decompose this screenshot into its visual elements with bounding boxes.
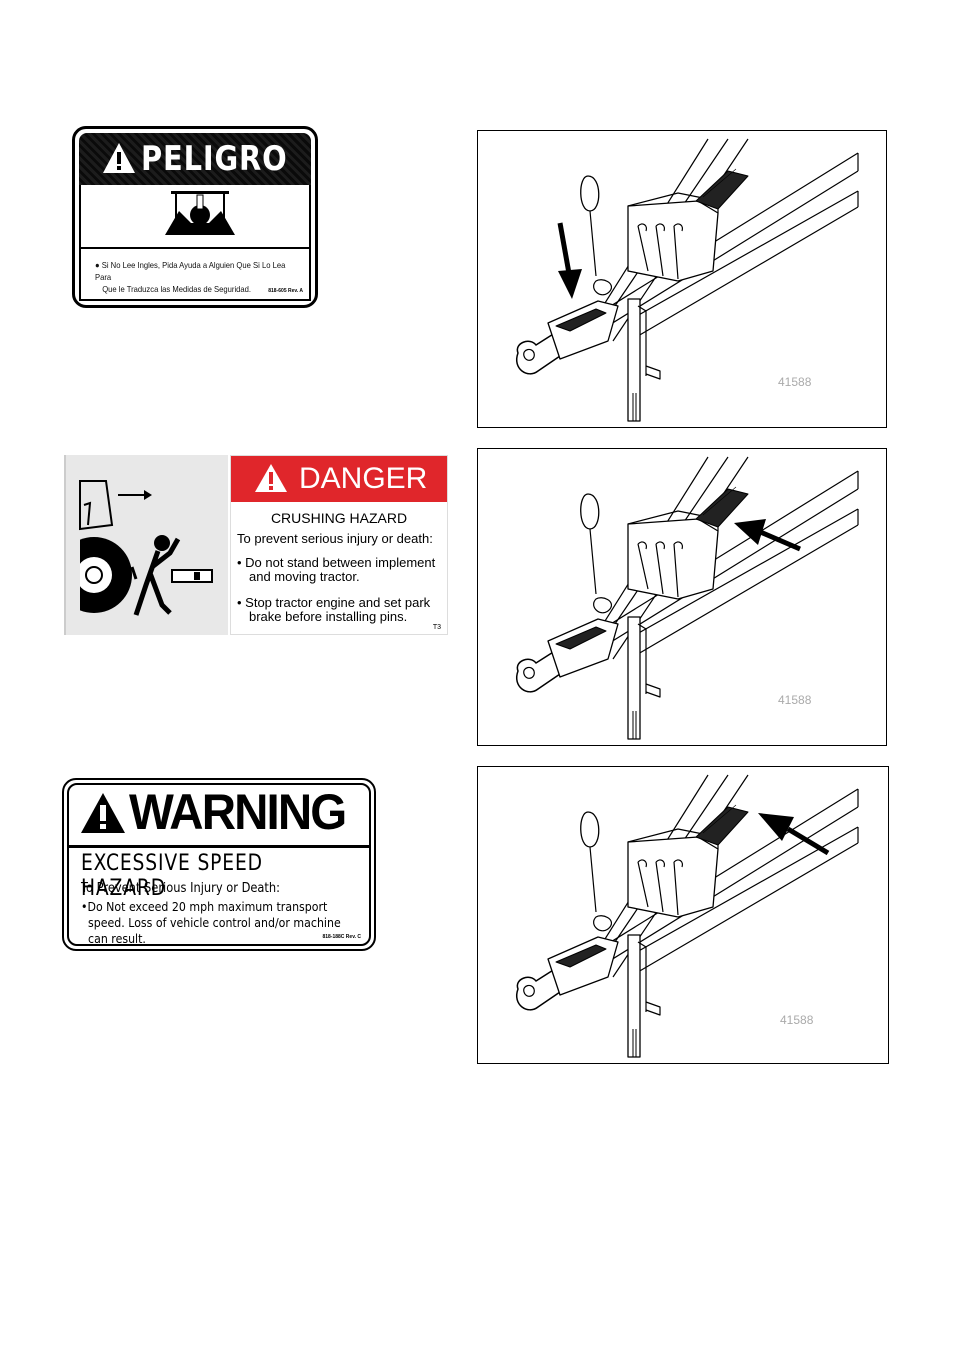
hitch-figure-1: 41588 — [477, 130, 887, 428]
peligro-text-line2: Que le Traduzca las Medidas de Seguridad… — [102, 284, 252, 294]
figure-number: 41588 — [780, 1013, 814, 1027]
danger-subtitle: CRUSHING HAZARD — [270, 510, 408, 526]
reading-manual-icon — [165, 191, 235, 235]
warning-triangle-icon — [103, 143, 135, 173]
peligro-title: PELIGRO — [141, 139, 288, 179]
peligro-decal: PELIGRO ● Si No Lee Ingles, Pida Ayuda a… — [72, 126, 318, 308]
warning-triangle-icon — [255, 464, 287, 492]
hitch-figure-2: 41588 — [477, 448, 887, 746]
figure-number: 41588 — [778, 693, 812, 707]
warning-subtitle: EXCESSIVE SPEED HAZARD — [81, 851, 263, 901]
danger-title: DANGER — [299, 462, 428, 495]
danger-bullet-2: • Stop tractor engine and set park brake… — [237, 595, 431, 624]
danger-lead: To prevent serious injury or death: — [237, 531, 433, 546]
peligro-code: 818-605 Rev. A — [268, 288, 303, 294]
warning-bullet-1: •Do Not exceed 20 mph maximum transport … — [81, 899, 341, 946]
callout-arrow — [557, 222, 582, 299]
warning-title: WARNING — [129, 784, 347, 840]
danger-header: DANGER — [231, 456, 447, 502]
hitch-illustration — [515, 138, 859, 422]
danger-decal: DANGER CRUSHING HAZARD To prevent seriou… — [56, 455, 448, 635]
peligro-header: PELIGRO — [79, 133, 311, 185]
hitch-illustration — [515, 456, 859, 740]
warning-header: WARNING — [69, 784, 369, 848]
warning-triangle-icon — [81, 793, 125, 833]
hitch-illustration — [515, 774, 859, 1058]
peligro-pictogram — [79, 185, 311, 249]
warning-code: 818-188C Rev. C — [322, 934, 361, 940]
danger-text-panel: DANGER CRUSHING HAZARD To prevent seriou… — [230, 455, 448, 635]
warning-decal: WARNING EXCESSIVE SPEED HAZARD To Preven… — [62, 778, 376, 951]
crushing-hazard-icon — [56, 480, 213, 616]
hitch-figure-3: 41588 — [477, 766, 889, 1064]
danger-bullet-1: • Do not stand between implement and mov… — [237, 555, 436, 584]
peligro-text-line1: ● Si No Lee Ingles, Pida Ayuda a Alguien… — [95, 260, 286, 282]
danger-pictogram — [56, 455, 228, 635]
peligro-text-panel: ● Si No Lee Ingles, Pida Ayuda a Alguien… — [79, 247, 311, 301]
callout-arrow — [734, 519, 801, 552]
danger-code: T3 — [432, 624, 441, 631]
callout-arrow — [758, 813, 830, 856]
warning-lead: To Prevent Serious Injury or Death: — [81, 881, 281, 896]
figure-number: 41588 — [778, 375, 812, 389]
